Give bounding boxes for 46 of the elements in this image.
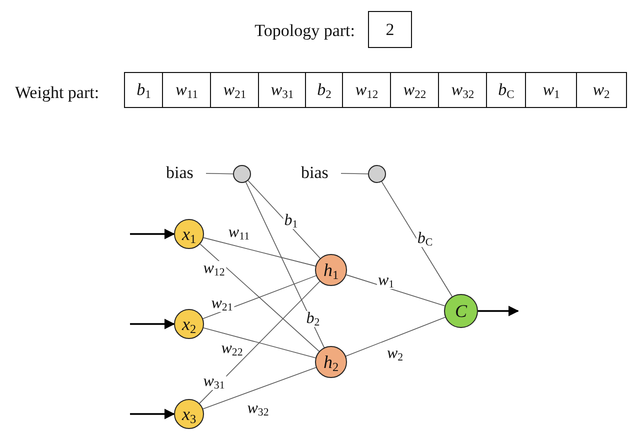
input-neuron: x$_{3}$: [174, 399, 204, 429]
bias-label: bias: [166, 164, 194, 181]
weight-cell: b$_{2}$: [305, 72, 344, 108]
weight-label: b$_{1}$: [283, 213, 299, 229]
bias-circle: [233, 165, 251, 183]
connection-line: [199, 281, 320, 404]
weight-cell: w$_{12}$: [342, 72, 392, 108]
connection-line: [381, 181, 453, 297]
arrow: [478, 306, 520, 316]
weight-cell: w$_{21}$: [210, 72, 260, 108]
connection-line: [200, 244, 320, 352]
weight-cell: b$_{1}$: [124, 72, 164, 108]
arrow: [130, 318, 176, 330]
weight-label: b$_{C}$: [416, 231, 434, 247]
weight-label: w$_{31}$: [202, 374, 226, 390]
weight-cell: w$_{22}$: [390, 72, 440, 108]
connection-line: [203, 237, 316, 266]
topology-value-box: 2: [368, 11, 412, 48]
weight-cell: b$_{C}$: [486, 72, 526, 108]
weight-cell: w$_{11}$: [162, 72, 212, 108]
field-label: Topology part:: [254, 22, 355, 39]
connection-line: [202, 367, 316, 410]
input-neuron: x$_{2}$: [174, 309, 204, 339]
weight-label: b$_{2}$: [305, 311, 321, 327]
bias-label: bias: [301, 164, 328, 181]
hidden-neuron: h$_{2}$: [315, 346, 347, 378]
connection-line: [346, 316, 446, 357]
arrow: [130, 408, 176, 420]
connection-line: [203, 327, 316, 358]
connection-line: [346, 274, 446, 306]
weight-cell: w$_{1}$: [525, 72, 578, 108]
connection-line: [206, 172, 234, 174]
weight-label: w$_{12}$: [202, 261, 226, 277]
connection-line: [340, 172, 368, 174]
connection-line: [245, 182, 325, 348]
hidden-neuron: h$_{1}$: [315, 254, 347, 286]
connection-line: [248, 180, 321, 259]
weight-cell: w$_{32}$: [438, 72, 488, 108]
arrow: [130, 228, 176, 240]
connection-line: [202, 275, 316, 320]
weight-cell: w$_{2}$: [576, 72, 626, 108]
output-neuron: C: [444, 294, 478, 328]
weight-cell: w$_{31}$: [258, 72, 306, 108]
row-label: Weight part:: [15, 84, 100, 101]
bias-circle: [368, 165, 386, 183]
input-neuron: x$_{1}$: [174, 219, 204, 249]
